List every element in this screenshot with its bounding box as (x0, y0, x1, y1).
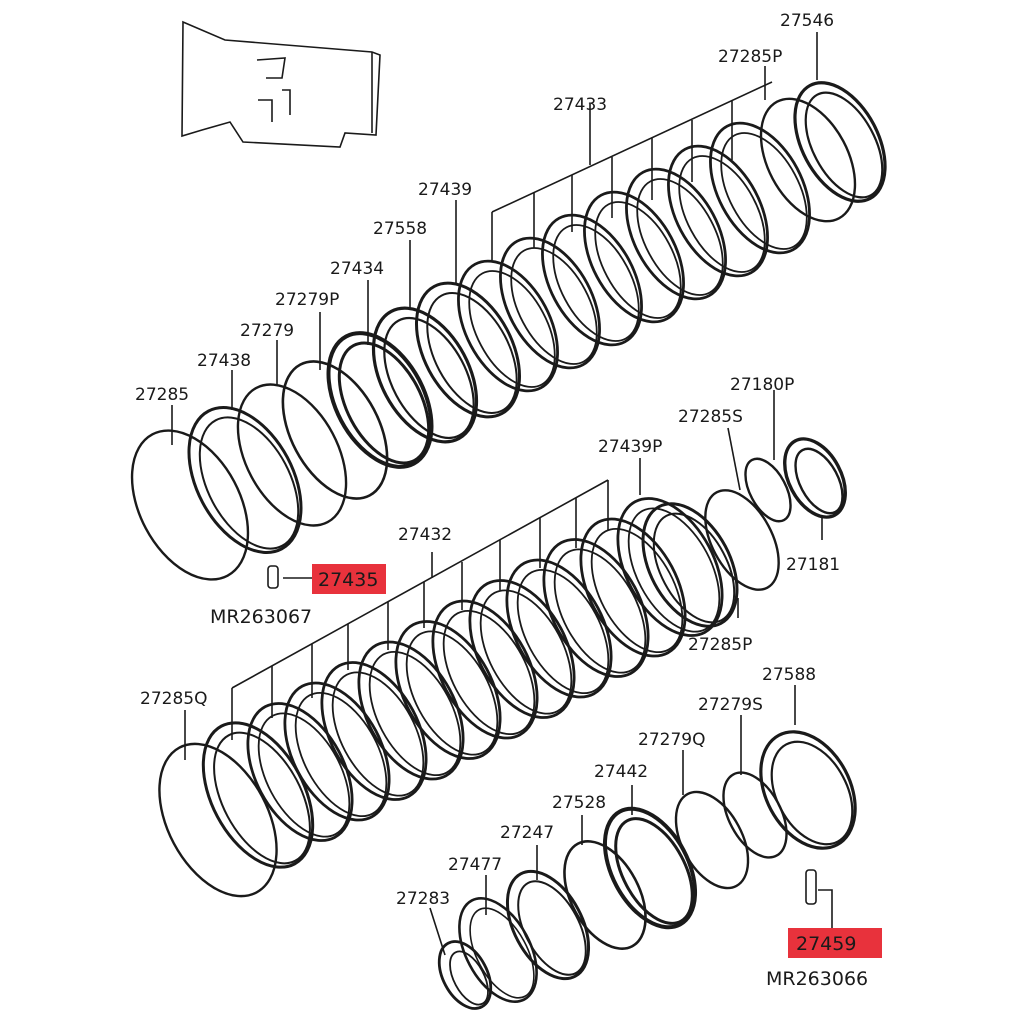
spring-retainer-27434 (326, 331, 434, 469)
label-27283[interactable]: 27283 (396, 889, 450, 909)
plate-27558 (371, 306, 479, 444)
label-27528[interactable]: 27528 (552, 793, 606, 813)
label-27285Q[interactable]: 27285Q (140, 689, 207, 709)
label-27438[interactable]: 27438 (197, 351, 251, 371)
clutch-plate-27432 (505, 558, 613, 699)
clutch-plate-27432 (246, 702, 354, 842)
label-27439P[interactable]: 27439P (598, 437, 662, 457)
clutch-plate-27432 (394, 620, 502, 760)
label-27247[interactable]: 27247 (500, 823, 554, 843)
clutch-plate-27433 (625, 167, 727, 301)
label-27433[interactable]: 27433 (553, 95, 607, 115)
clutch-plate-27433 (499, 236, 601, 370)
middle-clutch-pack (158, 437, 847, 898)
label-27459[interactable]: 27459 (796, 933, 856, 955)
reaction-plate-27546 (793, 81, 887, 203)
clutch-plate-27433 (709, 121, 811, 255)
label-MR263067[interactable]: MR263067 (210, 606, 312, 628)
clutch-plate-27433 (667, 144, 769, 278)
seal-27279S (722, 771, 788, 859)
snap-ring-27285P-top (759, 97, 857, 223)
clutch-plate-27433 (457, 259, 559, 393)
transmission-locator-thumbnail (181, 20, 381, 148)
label-27477[interactable]: 27477 (448, 855, 502, 875)
label-27180P[interactable]: 27180P (730, 375, 794, 395)
label-27279[interactable]: 27279 (240, 321, 294, 341)
label-27285P-mid[interactable]: 27285P (688, 635, 752, 655)
pin-27435 (267, 565, 279, 589)
ring-27283 (437, 940, 493, 1010)
lower-right-assembly (437, 730, 857, 1010)
label-27181[interactable]: 27181 (786, 555, 840, 575)
clutch-plate-27432 (320, 661, 428, 801)
clutch-plate-27432 (542, 538, 650, 678)
label-MR263066[interactable]: MR263066 (766, 968, 868, 990)
pin-27459 (805, 869, 817, 905)
label-27285P-top[interactable]: 27285P (718, 47, 782, 67)
plate-27247 (505, 869, 591, 981)
retainer-27438 (187, 406, 303, 554)
snap-ring-27285 (130, 429, 250, 581)
label-27442[interactable]: 27442 (594, 762, 648, 782)
seal-27279Q (674, 790, 750, 890)
clutch-plate-27432 (468, 579, 576, 719)
highlight-27459 (788, 928, 882, 958)
retainer-27588 (759, 730, 857, 850)
clutch-plate-27432 (357, 640, 465, 781)
seal-27279 (236, 383, 348, 527)
label-27588[interactable]: 27588 (762, 665, 816, 685)
label-27558[interactable]: 27558 (373, 219, 427, 239)
label-27279S[interactable]: 27279S (698, 695, 763, 715)
part-labels: 27546 27285P 27433 27439 27558 27434 272… (135, 11, 868, 990)
label-27279Q[interactable]: 27279Q (638, 730, 705, 750)
label-27279P[interactable]: 27279P (275, 290, 339, 310)
label-27434[interactable]: 27434 (330, 259, 384, 279)
label-27435[interactable]: 27435 (318, 569, 378, 591)
clutch-plate-27433 (583, 190, 685, 324)
highlight-27435 (312, 564, 386, 594)
clutch-plate-27432 (283, 681, 391, 822)
snap-ring-27285S (744, 457, 792, 523)
label-27439[interactable]: 27439 (418, 180, 472, 200)
disc-27439 (415, 281, 521, 419)
upper-clutch-pack (130, 81, 887, 581)
clutch-plate-27432 (616, 497, 724, 637)
seal-27279P (281, 360, 389, 500)
clutch-plate-27433 (541, 213, 643, 347)
washer-27477 (458, 897, 538, 1003)
snap-ring-27285P-mid (704, 489, 780, 591)
seal-27528 (563, 840, 647, 950)
clutch-plate-27432 (431, 599, 539, 740)
bracket-27433 (491, 81, 773, 260)
bearing-27181 (783, 437, 847, 519)
label-27285[interactable]: 27285 (135, 385, 189, 405)
bracket-27432 (231, 479, 609, 740)
clutch-plate-27432 (579, 517, 687, 658)
label-27432[interactable]: 27432 (398, 525, 452, 545)
label-27546[interactable]: 27546 (780, 11, 834, 31)
leader-lines (171, 32, 833, 956)
disc-27439P (641, 502, 739, 628)
label-27285S[interactable]: 27285S (678, 407, 743, 427)
